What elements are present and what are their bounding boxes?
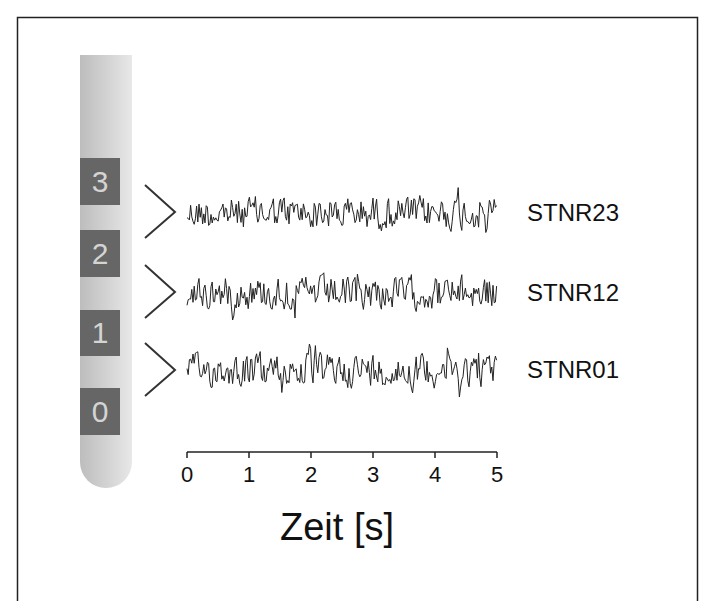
channel-name: STNR23	[527, 201, 619, 225]
tick-label: 1	[243, 464, 255, 486]
time-axis	[187, 452, 497, 458]
signal-trace	[187, 188, 497, 233]
channel-name: STNR12	[527, 281, 619, 305]
axis-title: Zeit [s]	[280, 508, 394, 546]
tick-label: 0	[181, 464, 193, 486]
channel-name: STNR01	[527, 358, 619, 382]
electrode-contact: 1	[80, 310, 120, 356]
signal-trace	[187, 273, 497, 320]
electrode-shaft	[80, 55, 132, 488]
electrode-contact: 2	[80, 230, 120, 277]
contact-number: 0	[92, 397, 109, 427]
tick-label: 3	[367, 464, 379, 486]
signal-trace	[187, 344, 497, 397]
contact-number: 2	[92, 239, 109, 269]
contact-number: 1	[92, 318, 109, 348]
tick-label: 2	[305, 464, 317, 486]
bracket	[145, 185, 175, 396]
tick-label: 5	[491, 464, 503, 486]
electrode-contact: 3	[80, 158, 120, 205]
tick-label: 4	[429, 464, 441, 486]
signal-trace	[187, 188, 497, 397]
frame	[18, 18, 698, 601]
electrode-contact: 0	[80, 388, 120, 435]
contact-number: 3	[92, 167, 109, 197]
